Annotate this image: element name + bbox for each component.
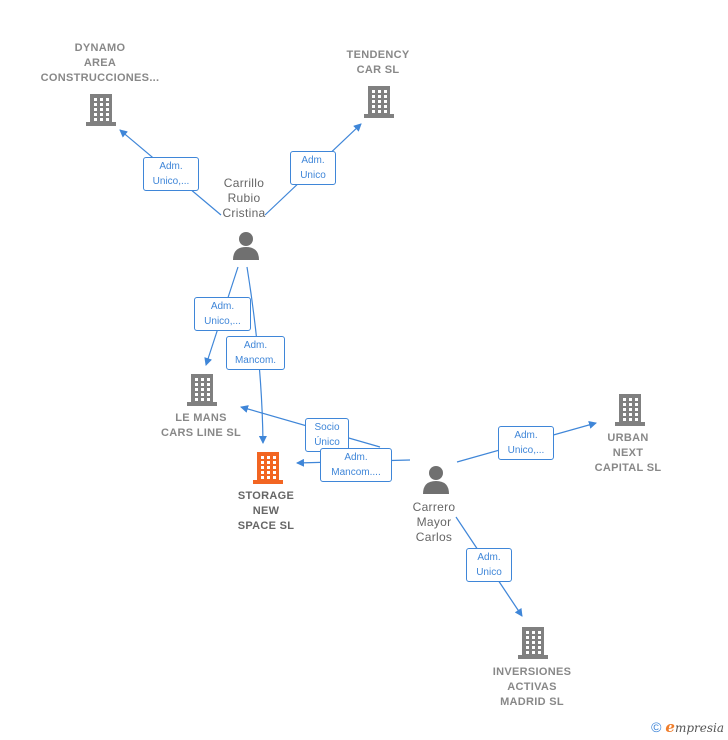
building-icon-highlighted[interactable] [253, 450, 283, 489]
node-label-inversiones[interactable]: INVERSIONES ACTIVAS MADRID SL [492, 666, 572, 708]
node-label-dynamo[interactable]: DYNAMO AREA CONSTRUCCIONES... [40, 42, 160, 84]
node-label-lemans[interactable]: LE MANS CARS LINE SL [161, 412, 241, 439]
building-icon[interactable] [86, 92, 116, 131]
person-icon[interactable] [231, 230, 261, 265]
edge-label-carrero-urban[interactable]: Adm. Unico,... [498, 426, 554, 460]
edge-label-carrillo-lemans[interactable]: Adm. Unico,... [194, 297, 251, 331]
building-icon[interactable] [518, 625, 548, 664]
node-label-tendency[interactable]: TENDENCY CAR SL [346, 49, 410, 76]
building-icon[interactable] [615, 392, 645, 431]
footer-brand: ©empresia [651, 718, 724, 736]
edge-label-carrero-storage[interactable]: Adm. Mancom.... [320, 448, 392, 482]
edge-label-carrillo-storage[interactable]: Adm. Mancom. [226, 336, 285, 370]
person-icon[interactable] [421, 464, 451, 499]
edge-label-carrillo-tendency[interactable]: Adm. Unico [290, 151, 336, 185]
edge-label-carrero-lemans[interactable]: Socio Único [305, 418, 349, 452]
edge-label-carrero-inversiones[interactable]: Adm. Unico [466, 548, 512, 582]
node-label-urban[interactable]: URBAN NEXT CAPITAL SL [594, 432, 662, 474]
empresia-logo: empresia [665, 718, 724, 736]
edge-label-carrillo-dynamo[interactable]: Adm. Unico,... [143, 157, 199, 191]
building-icon[interactable] [364, 84, 394, 123]
node-label-carrero[interactable]: Carrero Mayor Carlos [412, 500, 456, 544]
node-label-storage[interactable]: STORAGE NEW SPACE SL [237, 490, 295, 532]
building-icon[interactable] [187, 372, 217, 411]
node-label-carrillo[interactable]: Carrillo Rubio Cristina [222, 176, 266, 220]
copyright-icon: © [651, 719, 662, 735]
